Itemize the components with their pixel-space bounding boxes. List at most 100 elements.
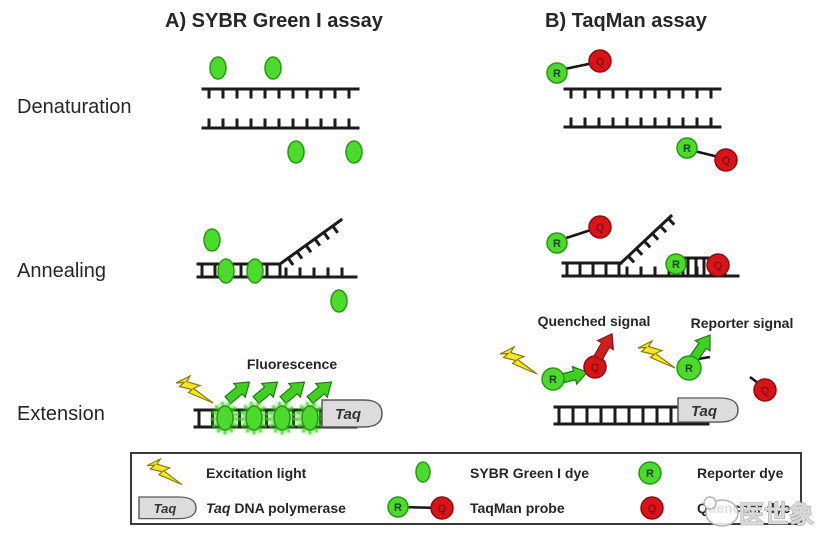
- legend-label-reporter-dye: Reporter dye: [697, 465, 784, 481]
- sybr-extension-diagram: Fluorescence Taq: [175, 356, 383, 435]
- sybr-denaturation-diagram: [201, 56, 363, 164]
- excitation-light-icon: [499, 346, 538, 375]
- displaced-strand-icon: [277, 217, 344, 267]
- quenched-signal-label: Quenched signal: [538, 313, 651, 329]
- quencher-letter: Q: [722, 155, 731, 167]
- quencher-letter: Q: [648, 503, 657, 515]
- taqman-probe-icon: R Q: [387, 496, 454, 520]
- reporter-dye-icon: [676, 355, 702, 381]
- quencher-letter: Q: [596, 56, 605, 68]
- sybr-dye-glowing-icon: [239, 401, 269, 435]
- taq-polymerase-icon: Taq: [321, 399, 383, 428]
- sybr-dye-icon: [246, 258, 264, 284]
- reporter-circle-icon: [638, 461, 662, 485]
- cleaved-reporter-group: R: [676, 329, 719, 381]
- displaced-strand-icon: [618, 213, 676, 266]
- watermark-text: 医世象: [739, 501, 814, 529]
- sybr-dye-icon: [245, 405, 263, 431]
- panel-titles: A) SYBR Green I assay B) TaqMan assay: [165, 10, 708, 32]
- taq-polymerase-icon: Taq: [138, 496, 197, 520]
- sybr-dye-glowing-icon: [210, 401, 240, 435]
- quencher-dye-icon: [588, 49, 612, 73]
- quencher-dye-icon: [753, 378, 777, 402]
- reporter-letter: R: [672, 259, 680, 271]
- quencher-dye-icon: [706, 253, 730, 277]
- quencher-circle-icon: [640, 496, 664, 520]
- dna-top-strand-icon: [563, 87, 722, 99]
- watermark-logo-icon: [703, 496, 717, 510]
- taq-rest: DNA polymerase: [234, 500, 346, 516]
- glow-spikes: [210, 401, 240, 435]
- legend-label-taqman-probe: TaqMan probe: [470, 500, 565, 516]
- reporter-dye-icon: [541, 367, 565, 391]
- sybr-dye-icon: [264, 56, 282, 80]
- sybr-dye-icon: [287, 140, 305, 164]
- legend: Excitation light SYBR Green I dye R Repo…: [130, 452, 802, 525]
- taq-polymerase-icon: Taq: [677, 397, 739, 423]
- taqman-probe-icon: R Q: [546, 49, 612, 84]
- lightning-bolt-icon: [146, 458, 183, 486]
- reporter-letter: R: [683, 143, 691, 155]
- taqman-denaturation-diagram: R Q R Q: [546, 49, 738, 172]
- dna-duplex-icon: [553, 405, 685, 426]
- quencher-dye-icon: [430, 496, 454, 520]
- quenched-probe-group: R Q: [541, 328, 621, 391]
- dna-bottom-strand-icon: [201, 118, 360, 130]
- sybr-dye-icon: [301, 405, 319, 431]
- taqman-probe-icon: R Q: [546, 215, 612, 254]
- watermark: 医世象: [703, 496, 815, 530]
- panel-a-title: A) SYBR Green I assay: [165, 10, 384, 32]
- sybr-annealing-diagram: [196, 217, 358, 313]
- template-strand-icon: [278, 267, 358, 279]
- dna-duplex-icon: [196, 262, 282, 279]
- quencher-dye-icon: [588, 215, 612, 239]
- quencher-letter: Q: [591, 362, 600, 374]
- reporter-letter: R: [646, 468, 654, 480]
- reporter-letter: R: [553, 68, 561, 80]
- sybr-dye-icon: [216, 405, 234, 431]
- reporter-signal-label: Reporter signal: [691, 315, 794, 331]
- taqman-extension-diagram: Quenched signal Reporter signal Taq R Q …: [499, 313, 794, 426]
- taq-label: Taq: [691, 403, 717, 420]
- quencher-letter: Q: [761, 385, 770, 397]
- taq-label: Taq: [154, 501, 177, 516]
- cleaved-quencher-group: Q: [749, 376, 777, 402]
- reporter-letter: R: [394, 502, 402, 514]
- sybr-dye-icon: [345, 140, 363, 164]
- legend-box: [130, 452, 802, 525]
- sybr-dye-glowing-icon: [267, 401, 297, 435]
- reporter-dye-icon: [546, 232, 568, 254]
- fluorescence-arrow-icon: [276, 374, 311, 408]
- taqman-annealing-diagram: R Q R Q: [546, 213, 740, 278]
- hybridized-probe-duplex-icon: [682, 256, 714, 278]
- reporter-dye-icon: [665, 253, 687, 275]
- sybr-dye-icon: [203, 228, 221, 252]
- quencher-letter: Q: [596, 222, 605, 234]
- dna-bottom-strand-icon: [563, 117, 722, 129]
- sybr-dye-icon: [217, 258, 235, 284]
- sybr-dye-icon: [273, 405, 291, 431]
- taq-italic: Taq: [206, 500, 231, 516]
- sybr-dye-glowing-icon: [295, 401, 325, 435]
- dna-top-strand-icon: [201, 87, 360, 99]
- quencher-dye-icon: [714, 148, 738, 172]
- reporter-dye-icon: [546, 62, 568, 84]
- reporter-dye-icon: [676, 137, 698, 159]
- glow-spikes: [267, 401, 297, 435]
- panel-b-title: B) TaqMan assay: [545, 10, 708, 32]
- reporter-letter: R: [685, 363, 693, 375]
- excitation-light-icon: [637, 340, 676, 369]
- quencher-letter: Q: [438, 503, 447, 515]
- glow-spikes: [239, 401, 269, 435]
- sybr-dye-icon: [330, 289, 348, 313]
- stage-label-extension: Extension: [17, 403, 105, 425]
- quencher-letter: Q: [714, 260, 723, 272]
- sybr-dye-icon: [209, 56, 227, 80]
- excitation-light-icon: [175, 375, 214, 404]
- legend-label-sybr-dye: SYBR Green I dye: [470, 465, 589, 481]
- dna-duplex-icon: [561, 261, 623, 278]
- reporter-letter: R: [553, 238, 561, 250]
- taqman-probe-icon: R Q: [676, 137, 738, 172]
